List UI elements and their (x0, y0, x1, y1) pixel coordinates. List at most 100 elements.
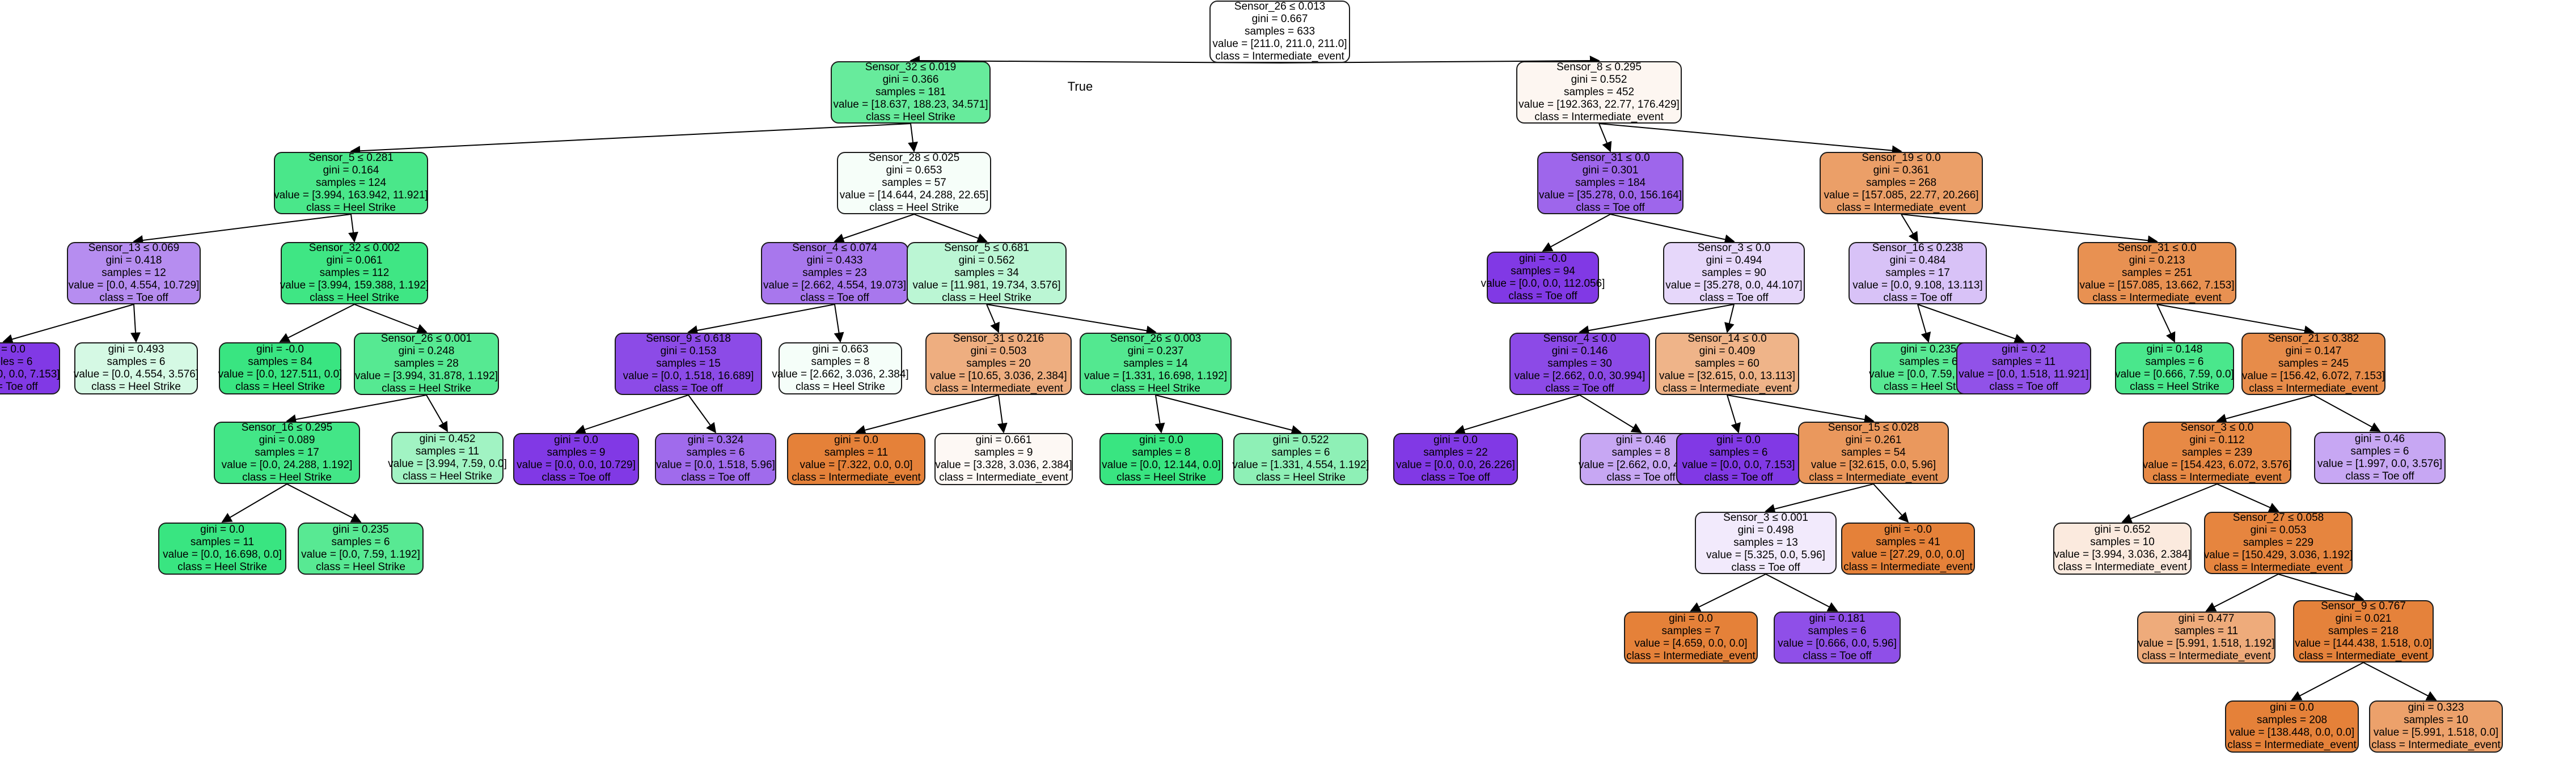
node-text-line: samples = 9 (974, 446, 1033, 458)
node-text-line: class = Intermediate_event (939, 472, 1068, 484)
node-text-line: class = Toe off (1606, 472, 1676, 484)
tree-edge (354, 304, 428, 334)
node-text-line: samples = 57 (882, 176, 946, 189)
node-text-line: class = Toe off (99, 292, 168, 304)
node-text-line: samples = 28 (394, 357, 459, 370)
node-text-line: value = [2.662, 0.0, 4.768] (1578, 459, 1704, 471)
node-text-line: Sensor_13 ≤ 0.069 (88, 241, 180, 254)
node-text-line: value = [2.662, 4.554, 19.073] (763, 279, 906, 292)
node-text-line: gini = 0.261 (1845, 434, 1902, 446)
node-text-line: class = Intermediate_event (1626, 650, 1756, 663)
node-text-line: gini = 0.452 (419, 432, 476, 445)
node-text-line: gini = 0.112 (2189, 434, 2245, 446)
node-text-line: gini = 0.147 (2285, 345, 2342, 357)
tree-edge (1901, 214, 2158, 246)
node-text-line: samples = 6 (331, 536, 390, 548)
node-text-line: Sensor_28 ≤ 0.025 (868, 151, 960, 164)
node-text-line: gini = 0.323 (2408, 701, 2464, 714)
node-text-line: samples = 30 (1547, 357, 1612, 370)
node-text-line: class = Heel Strike (91, 381, 181, 393)
node-text-line: class = Heel Strike (177, 561, 267, 574)
node-text-line: Sensor_27 ≤ 0.058 (2232, 511, 2324, 524)
node-text-line: value = [0.0, 1.518, 11.921] (1959, 368, 2089, 380)
tree-edge (1610, 214, 1735, 245)
tree-edge (688, 394, 717, 434)
node-text-line: value = [3.328, 3.036, 2.384] (935, 459, 1072, 471)
tree-edge (1598, 123, 1902, 156)
node-text-line: value = [32.615, 0.0, 13.113] (1659, 370, 1795, 383)
node-text-line: Sensor_8 ≤ 0.295 (1556, 61, 1642, 73)
node-text-line: value = [0.0, 9.108, 13.113] (1852, 279, 1983, 292)
node-text-line: value = [35.278, 0.0, 44.107] (1665, 279, 1803, 292)
node-text-line: samples = 11 (2174, 625, 2239, 637)
node-text-line: gini = 0.522 (1272, 434, 1329, 446)
node-text-line: class = Heel Strike (1256, 472, 1346, 484)
node-text-line: Sensor_16 ≤ 0.295 (241, 421, 333, 434)
node-text-line: Sensor_3 ≤ 0.0 (1697, 241, 1771, 254)
tree-edge (2205, 574, 2279, 612)
node-text-line: samples = 94 (1511, 265, 1575, 277)
node-text-line: value = [0.0, 0.0, 7.153] (0, 368, 60, 380)
node-text-line: class = Heel Strike (1884, 381, 1973, 393)
node-text-line: gini = 0.0 (200, 523, 244, 536)
tree-edge (1598, 123, 1612, 152)
node-text-line: samples = 7 (1661, 625, 1720, 637)
node-text-line: class = Intermediate_event (1843, 561, 1973, 574)
edge-label-true: True (1068, 79, 1093, 94)
node-text-line: samples = 6 (1899, 355, 1958, 368)
node-text-line: gini = 0.552 (1571, 73, 1627, 86)
node-text-line: class = Heel Strike (310, 292, 399, 304)
node-text-line: class = Intermediate_event (2227, 739, 2357, 751)
node-text-line: Sensor_4 ≤ 0.0 (1543, 332, 1617, 345)
tree-edge (1154, 394, 1165, 434)
node-text-line: value = [0.0, 0.0, 112.056] (1481, 278, 1605, 290)
node-text-line: gini = 0.503 (970, 345, 1027, 357)
node-text-line: gini = 0.0 (0, 343, 26, 355)
tree-edge (1765, 574, 1838, 612)
tree-edge (348, 214, 358, 243)
node-text-line: value = [5.325, 0.0, 5.96] (1706, 549, 1825, 562)
node-text-line: value = [3.994, 159.388, 1.192] (280, 279, 429, 292)
node-text-line: value = [7.322, 0.0, 0.0] (800, 459, 913, 471)
node-text-line: class = Intermediate_event (2058, 561, 2187, 574)
tree-edge (1873, 483, 1909, 523)
node-text-line: value = [0.0, 1.518, 16.689] (623, 370, 754, 383)
tree-edge (350, 123, 911, 156)
node-text-line: class = Intermediate_event (1809, 472, 1938, 484)
node-text-line: gini = 0.153 (660, 345, 717, 357)
node-text-line: gini = 0.164 (323, 164, 379, 176)
node-text-line: value = [0.666, 7.59, 0.0] (2115, 368, 2234, 380)
tree-edge (2121, 483, 2218, 524)
tree-edge (687, 304, 835, 336)
tree-edge (1765, 483, 1874, 514)
node-text-line: samples = 208 (2256, 714, 2328, 726)
tree-edge (426, 394, 448, 432)
node-text-line: class = Toe off (1989, 381, 2058, 393)
node-text-line: gini = 0.366 (882, 73, 939, 86)
node-text-line: samples = 9 (547, 446, 606, 458)
node-text-line: value = [4.659, 0.0, 0.0] (1634, 638, 1748, 649)
node-text-line: gini = 0.089 (259, 434, 315, 446)
node-text-line: gini = 0.663 (812, 343, 869, 355)
node-text-line: class = Intermediate_event (2299, 650, 2428, 663)
node-text-line: samples = 17 (1885, 266, 1950, 279)
node-text-line: value = [10.65, 3.036, 2.384] (930, 370, 1067, 383)
node-text-line: value = [0.666, 0.0, 5.96] (1778, 638, 1897, 649)
